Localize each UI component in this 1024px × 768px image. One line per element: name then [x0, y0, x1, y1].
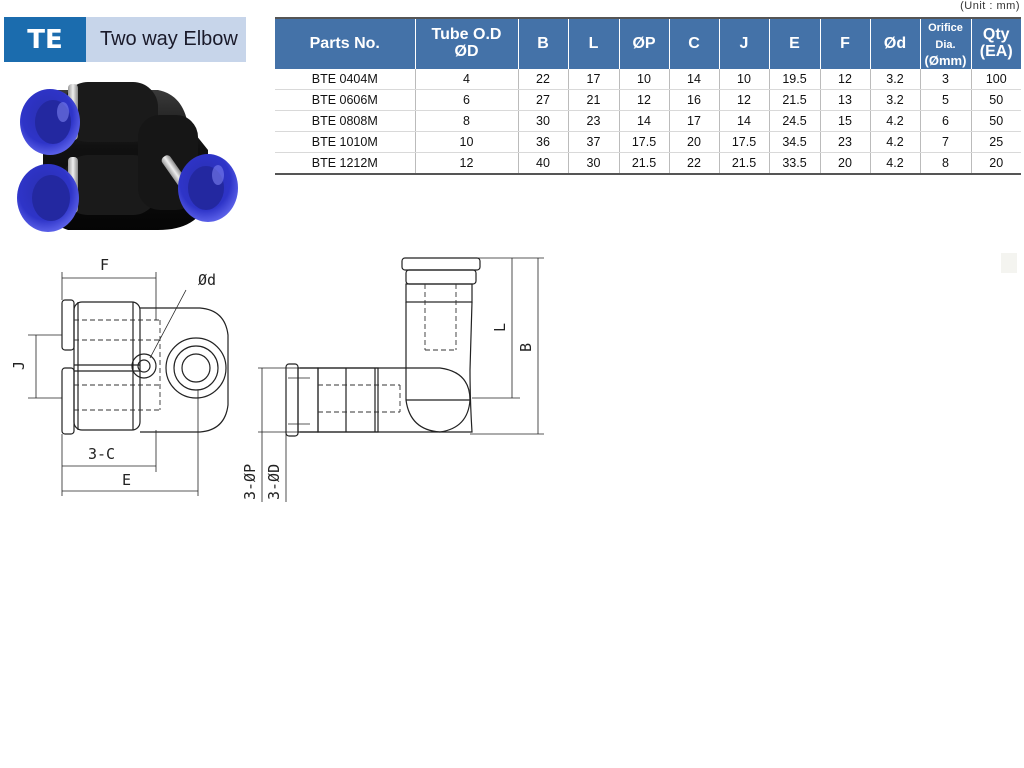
label-j: J: [10, 361, 28, 370]
spec-cell: 8: [919, 152, 971, 176]
spec-cell: 4: [414, 69, 518, 91]
spec-cell: 17: [668, 110, 719, 133]
spec-cell: 3: [919, 69, 971, 91]
spec-cell: 50: [970, 89, 1021, 112]
spec-cell: 22: [668, 152, 719, 176]
spec-cell: 20: [819, 152, 870, 176]
decorative-mark: [1001, 253, 1017, 273]
col-qty: Qty(EA): [970, 18, 1021, 70]
spec-cell: 10: [718, 69, 769, 91]
col-l: L: [567, 18, 619, 70]
product-title: Two way Elbow: [86, 17, 246, 62]
spec-cell: 3.2: [869, 89, 920, 112]
col-b: B: [517, 18, 568, 70]
spec-cell: 12: [819, 69, 870, 91]
spec-cell: 8: [414, 110, 518, 133]
col-parts-no: Parts No.: [275, 18, 415, 70]
spec-cell: 14: [618, 110, 669, 133]
col-p: ØP: [618, 18, 669, 70]
spec-cell: 4.2: [869, 152, 920, 176]
spec-cell: 3.2: [869, 69, 920, 91]
spec-cell: 10: [414, 131, 518, 154]
spec-cell: 17: [567, 69, 619, 91]
spec-cell: 4.2: [869, 110, 920, 133]
spec-cell: 27: [517, 89, 568, 112]
label-b: B: [517, 343, 535, 352]
spec-cell: 17.5: [618, 131, 669, 154]
spec-cell: 13: [819, 89, 870, 112]
spec-cell: 23: [819, 131, 870, 154]
part-number-cell: BTE 1010M: [275, 131, 415, 154]
spec-cell: 14: [668, 69, 719, 91]
part-number-cell: BTE 0404M: [275, 69, 415, 91]
spec-cell: 14: [718, 110, 769, 133]
part-number-cell: BTE 1212M: [275, 152, 415, 176]
spec-cell: 34.5: [768, 131, 820, 154]
spec-cell: 24.5: [768, 110, 820, 133]
spec-cell: 37: [567, 131, 619, 154]
unit-note: (Unit : mm): [960, 0, 1020, 12]
dimension-drawing: F Ød J 3-C E L B 3-ØP: [10, 256, 544, 502]
spec-cell: 12: [414, 152, 518, 176]
spec-cell: 33.5: [768, 152, 820, 176]
label-c: 3-C: [88, 445, 115, 463]
spec-cell: 23: [567, 110, 619, 133]
label-l: L: [491, 323, 509, 332]
col-d: Ød: [869, 18, 920, 70]
spec-cell: 4.2: [869, 131, 920, 154]
col-e: E: [768, 18, 820, 70]
spec-cell: 5: [919, 89, 971, 112]
spec-cell: 30: [517, 110, 568, 133]
spec-cell: 30: [567, 152, 619, 176]
spec-cell: 16: [668, 89, 719, 112]
spec-cell: 21.5: [618, 152, 669, 176]
col-j: J: [718, 18, 769, 70]
spec-cell: 19.5: [768, 69, 820, 91]
col-orifice: Orifice Dia.(Ømm): [919, 18, 971, 70]
part-number-cell: BTE 0808M: [275, 110, 415, 133]
spec-cell: 22: [517, 69, 568, 91]
spec-cell: 12: [618, 89, 669, 112]
spec-cell: 50: [970, 110, 1021, 133]
spec-cell: 6: [919, 110, 971, 133]
label-p: 3-ØP: [241, 464, 259, 500]
spec-cell: 12: [718, 89, 769, 112]
spec-cell: 21.5: [768, 89, 820, 112]
spec-cell: 15: [819, 110, 870, 133]
label-od: 3-ØD: [265, 464, 283, 500]
spec-cell: 7: [919, 131, 971, 154]
label-e: E: [122, 471, 131, 489]
spec-cell: 21: [567, 89, 619, 112]
col-f: F: [819, 18, 870, 70]
spec-cell: 17.5: [718, 131, 769, 154]
product-photo: [17, 82, 238, 232]
label-f: F: [100, 256, 109, 274]
spec-cell: 20: [668, 131, 719, 154]
spec-cell: 6: [414, 89, 518, 112]
spec-cell: 21.5: [718, 152, 769, 176]
label-d: Ød: [198, 271, 216, 289]
part-number-cell: BTE 0606M: [275, 89, 415, 112]
spec-cell: 40: [517, 152, 568, 176]
spec-cell: 100: [970, 69, 1021, 91]
spec-cell: 25: [970, 131, 1021, 154]
series-code-badge: TE: [4, 17, 86, 62]
spec-cell: 10: [618, 69, 669, 91]
spec-cell: 36: [517, 131, 568, 154]
spec-cell: 20: [970, 152, 1021, 176]
col-c: C: [668, 18, 719, 70]
